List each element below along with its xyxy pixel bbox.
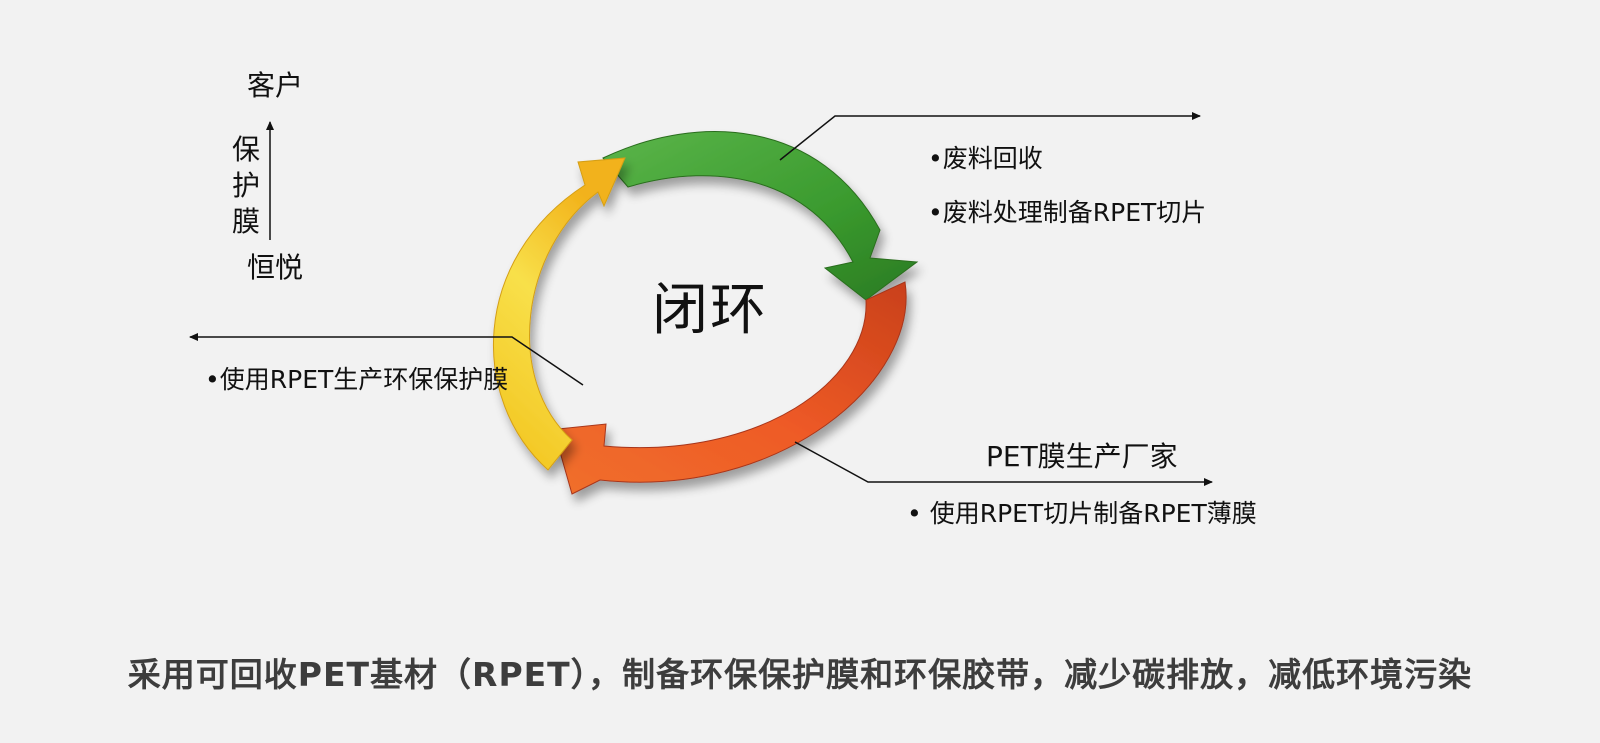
manufacturer-leader-line: [794, 441, 1213, 486]
film-leader-line: [189, 333, 584, 386]
green-arc-arrow: [602, 131, 919, 301]
protective-film-label: 保护膜: [231, 133, 260, 238]
stakeholder-protective-film: 保护膜: [230, 132, 262, 240]
footer-summary: 采用可回收PET基材（RPET），制备环保保护膜和环保胶带，减少碳排放，减低环境…: [127, 655, 1473, 694]
recycle-leader-line: [779, 112, 1201, 161]
stakeholder-customer: 客户: [247, 69, 304, 102]
manufacturer-title: PET膜生产厂家: [986, 440, 1178, 473]
step-eco-protective-film: •使用RPET生产环保保护膜: [205, 365, 509, 394]
step-waste-to-rpet-chips: •废料处理制备RPET切片: [928, 198, 1207, 227]
step-waste-recycling: •废料回收: [928, 144, 1043, 173]
center-label: 闭环: [652, 278, 768, 343]
step-rpet-film: • 使用RPET切片制备RPET薄膜: [907, 499, 1257, 528]
yellow-arc-arrow: [492, 157, 626, 471]
stakeholder-hengyue: 恒悦: [247, 251, 304, 284]
